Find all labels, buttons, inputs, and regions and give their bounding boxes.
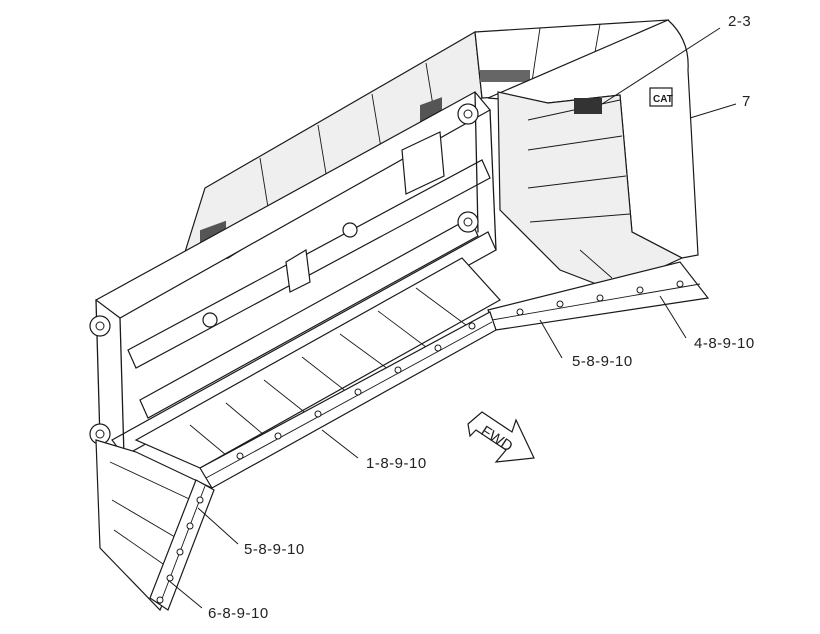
- callout-5-8-9-10-left: 5-8-9-10: [244, 541, 305, 558]
- callout-2-3: 2-3: [728, 13, 751, 30]
- cutting-edge-center: [199, 311, 497, 489]
- cutting-edge-left: [149, 479, 215, 611]
- cat-logo-text: CAT: [653, 94, 673, 105]
- bucket-floor: [134, 249, 613, 469]
- decal-plate: [574, 98, 602, 114]
- callout-4-8-9-10: 4-8-9-10: [694, 335, 755, 352]
- callout-1-8-9-10: 1-8-9-10: [366, 455, 427, 472]
- main-frame: [89, 91, 497, 457]
- callout-5-8-9-10-right: 5-8-9-10: [572, 353, 633, 370]
- callout-6-8-9-10: 6-8-9-10: [208, 605, 269, 622]
- cat-logo: [649, 87, 673, 107]
- fwd-arrow: FWD: [467, 411, 535, 463]
- leader-lines: [167, 27, 737, 609]
- callout-7: 7: [742, 93, 751, 110]
- right-side-plate: CAT: [487, 19, 699, 291]
